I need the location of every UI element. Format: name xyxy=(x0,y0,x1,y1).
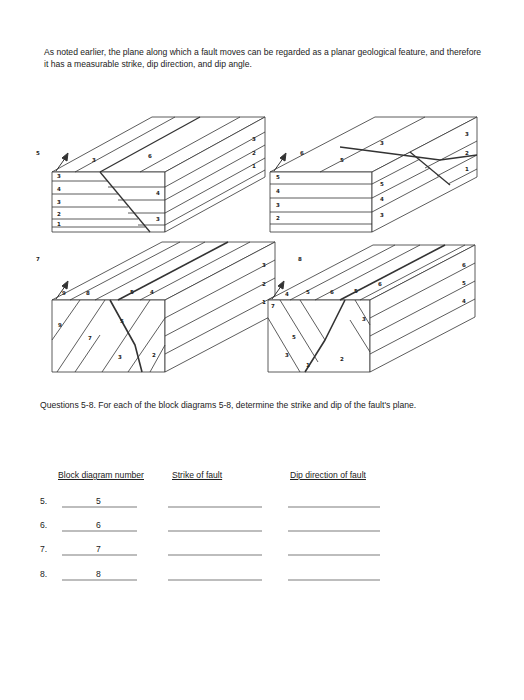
row-number: 7. xyxy=(40,544,47,554)
layer-number: 5 xyxy=(120,318,124,325)
column-header: Strike of fault xyxy=(172,470,222,480)
layer-number: 2 xyxy=(152,352,156,359)
layer-number: 6 xyxy=(148,153,152,160)
layer-number: 3 xyxy=(252,136,256,143)
row-number: 6. xyxy=(40,520,47,530)
layer-number: 1 xyxy=(465,166,469,173)
intro-note: As noted earlier, the plane along which … xyxy=(44,46,484,71)
layer-number: 3 xyxy=(118,354,122,361)
layer-number: 1 xyxy=(306,362,310,369)
layer-number: 4 xyxy=(276,188,280,195)
layer-number: 3 xyxy=(262,262,266,269)
block-number: 6 xyxy=(300,150,304,157)
layer-number: 5 xyxy=(354,288,358,295)
layer-number: 2 xyxy=(276,215,280,222)
layer-number: 2 xyxy=(252,150,256,157)
layer-number: 6 xyxy=(330,289,334,296)
column-header: Block diagram number xyxy=(58,470,144,480)
layer-number: 5 xyxy=(292,334,296,341)
question-text: Questions 5-8. For each of the block dia… xyxy=(40,400,510,410)
layer-number: 4 xyxy=(150,289,154,296)
row-number: 8. xyxy=(40,569,47,579)
table-cell: 5 xyxy=(96,496,101,506)
layer-number: 2 xyxy=(465,150,469,157)
layer-number: 5 xyxy=(462,280,466,287)
layer-number: 6 xyxy=(378,281,382,288)
layer-number: 8 xyxy=(86,290,90,297)
layer-number: 2 xyxy=(57,211,61,218)
layer-number: 3 xyxy=(362,316,366,323)
layer-number: 3 xyxy=(156,216,160,223)
layer-number: 7 xyxy=(88,335,92,342)
layer-number: 9 xyxy=(58,322,62,329)
layer-number: 7 xyxy=(271,303,275,310)
layer-number: 1 xyxy=(262,299,266,306)
layer-number: 6 xyxy=(462,262,466,269)
layer-number: 4 xyxy=(462,298,466,305)
layer-number: 3 xyxy=(465,131,469,138)
block-number: 8 xyxy=(298,256,302,263)
table-cell: 6 xyxy=(96,520,101,530)
layer-number: 5 xyxy=(340,157,344,164)
layer-number: 3 xyxy=(380,140,384,147)
layer-number: 4 xyxy=(156,190,160,197)
layer-number: 1 xyxy=(57,221,61,228)
layer-number: 4 xyxy=(57,186,61,193)
table-cell: 8 xyxy=(96,569,101,579)
layer-number: 3 xyxy=(57,199,61,206)
layer-number: 9 xyxy=(62,290,66,297)
layer-number: 5 xyxy=(380,181,384,188)
layer-number: 2 xyxy=(262,281,266,288)
layer-number: 5 xyxy=(306,289,310,296)
layer-number: 3 xyxy=(380,212,384,219)
block-number: 5 xyxy=(36,150,40,157)
layer-number: 1 xyxy=(252,163,256,170)
row-number: 5. xyxy=(40,496,47,506)
layer-number: 3 xyxy=(92,157,96,164)
layer-number: 3 xyxy=(276,202,280,209)
layer-number: 4 xyxy=(380,196,384,203)
layer-number: 3 xyxy=(285,352,289,359)
layer-number: 5 xyxy=(276,174,280,181)
layer-number: 4 xyxy=(285,291,289,298)
layer-number: 3 xyxy=(57,173,61,180)
table-cell: 7 xyxy=(96,544,101,554)
layer-number: 5 xyxy=(130,289,134,296)
layer-number: 2 xyxy=(340,356,344,363)
column-header: Dip direction of fault xyxy=(290,470,366,480)
block-number: 7 xyxy=(36,256,40,263)
